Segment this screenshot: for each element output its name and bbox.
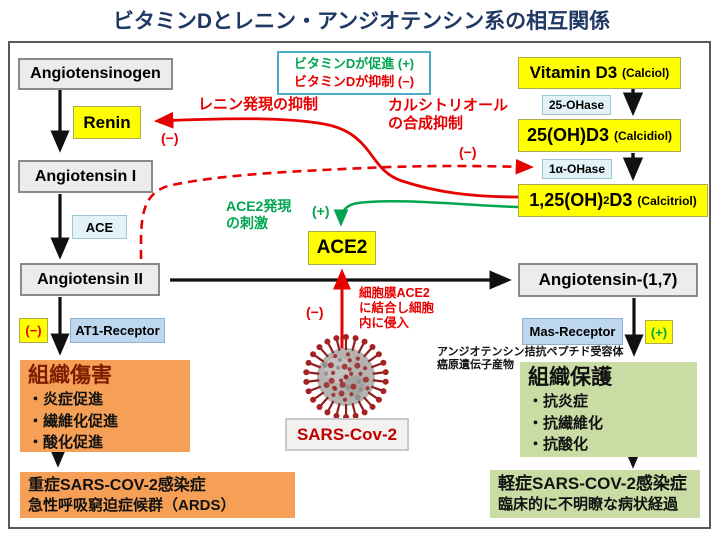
calcitriol-pre: 1,25(OH) bbox=[529, 190, 604, 210]
label-virus-binding: 細胞膜ACE2 に結合し細胞 内に侵入 bbox=[359, 286, 434, 330]
ace2-stimulation-line2: の刺激 bbox=[226, 214, 268, 231]
panel-mild-outcome: 軽症SARS-COV-2感染症 臨床的に不明瞭な病状経過 bbox=[490, 470, 700, 518]
box-25-ohase: 25-OHase bbox=[542, 95, 611, 115]
diagram-title: ビタミンDとレニン・アンジオテンシン系の相互関係 bbox=[112, 10, 611, 33]
panel-tissue-protection: 組織保護 ・抗炎症 ・抗繊維化 ・抗酸化 bbox=[520, 362, 697, 457]
ace2-stimulation-line1: ACE2発現 bbox=[226, 198, 292, 214]
virus-binding-line2: に結合し細胞 bbox=[359, 300, 435, 315]
sign-at1-minus: (−) bbox=[19, 318, 48, 343]
box-angiotensin-1-7: Angiotensin-(1,7) bbox=[518, 263, 698, 297]
tissue-damage-item: ・酸化促進 bbox=[28, 433, 104, 451]
legend-inhibit: ビタミンDが抑制 (−) bbox=[293, 74, 415, 89]
box-angiotensin-ii: Angiotensin II bbox=[20, 263, 160, 296]
tissue-protection-title: 組織保護 bbox=[528, 366, 612, 389]
25ohd3-paren: (Calcidiol) bbox=[614, 128, 673, 143]
calcitriol-paren: (Calcitriol) bbox=[637, 193, 697, 208]
box-at1-receptor: AT1-Receptor bbox=[70, 318, 165, 343]
vitamin-d3-name: Vitamin D3 bbox=[529, 63, 618, 82]
label-ace2-stimulation: ACE2発現 の刺激 bbox=[226, 198, 291, 231]
mas-note-line1: アンジオテンシン拮抗ペプチド受容体 bbox=[437, 346, 624, 358]
25ohd3-name: 25(OH)D3 bbox=[526, 125, 609, 145]
legend-promote: ビタミンDが促進 (+) bbox=[293, 56, 415, 72]
box-angiotensinogen: Angiotensinogen bbox=[18, 58, 173, 90]
severe-outcome-line2: 急性呼吸窮迫症候群（ARDS） bbox=[28, 497, 236, 515]
box-25ohd3: 25(OH)D3 (Calcidiol) bbox=[518, 119, 681, 152]
severe-outcome-line1: 重症SARS-COV-2感染症 bbox=[28, 477, 206, 494]
virus-label-box: SARS-Cov-2 bbox=[285, 418, 409, 451]
sign-renin-minus: (−) bbox=[161, 130, 179, 146]
calcitriol-subscript: 2 bbox=[603, 194, 610, 207]
legend-box: ビタミンDが促進 (+) ビタミンDが抑制 (−) bbox=[277, 51, 431, 95]
tissue-damage-title: 組織傷害 bbox=[28, 364, 112, 387]
box-1a-ohase: 1α-OHase bbox=[542, 159, 612, 179]
diagram-outer-border bbox=[8, 41, 711, 529]
box-ace2: ACE2 bbox=[308, 231, 376, 265]
vitamin-d3-paren: (Calciol) bbox=[621, 66, 670, 80]
sign-mas-plus: (+) bbox=[645, 320, 673, 344]
calcitriol-inhibition-line2: の合成抑制 bbox=[388, 114, 464, 132]
mild-outcome-line1: 軽症SARS-COV-2感染症 bbox=[498, 474, 687, 493]
panel-tissue-damage: 組織傷害 ・炎症促進 ・繊維化促進 ・酸化促進 bbox=[20, 360, 190, 452]
tissue-protection-item: ・抗繊維化 bbox=[528, 414, 604, 432]
box-angiotensin-i: Angiotensin I bbox=[18, 160, 153, 193]
curve-calcitriol-stimulates-ace2 bbox=[333, 199, 519, 227]
box-vitamin-d3: Vitamin D3 (Calciol) bbox=[518, 57, 681, 89]
calcitriol-inhibition-line1: カルシトリオール bbox=[388, 97, 509, 114]
tissue-protection-item: ・抗酸化 bbox=[528, 435, 589, 453]
box-mas-receptor: Mas-Receptor bbox=[522, 318, 623, 345]
mas-receptor-note: アンジオテンシン拮抗ペプチド受容体 癌原遺伝子産物 bbox=[437, 346, 624, 373]
virus-binding-line1: 細胞膜ACE2 bbox=[359, 286, 430, 300]
sign-virus-minus: (−) bbox=[306, 304, 324, 320]
tissue-damage-item: ・繊維化促進 bbox=[28, 412, 119, 430]
label-renin-inhibition: レニン発現の抑制 bbox=[198, 96, 319, 113]
mas-note-line2: 癌原遺伝子産物 bbox=[437, 359, 514, 372]
box-renin: Renin bbox=[73, 106, 141, 139]
panel-severe-outcome: 重症SARS-COV-2感染症 急性呼吸窮迫症候群（ARDS） bbox=[20, 472, 295, 518]
virus-binding-line3: 内に侵入 bbox=[359, 315, 410, 330]
sign-ace2-plus: (+) bbox=[312, 203, 330, 219]
curve-calcitriol-inhibits-renin bbox=[153, 111, 519, 199]
tissue-damage-item: ・炎症促進 bbox=[28, 391, 104, 409]
sars-cov-2-virus-icon bbox=[303, 334, 389, 420]
calcitriol-post: D3 bbox=[609, 190, 633, 210]
tissue-protection-item: ・抗炎症 bbox=[528, 393, 589, 411]
mild-outcome-line2: 臨床的に不明瞭な病状経過 bbox=[498, 496, 679, 514]
sign-dashed-minus: (−) bbox=[459, 144, 477, 160]
curve-ang2-inhibits-1a-ohase bbox=[139, 158, 534, 260]
label-calcitriol-inhibition: カルシトリオール の合成抑制 bbox=[388, 97, 508, 132]
box-ace: ACE bbox=[72, 215, 127, 239]
